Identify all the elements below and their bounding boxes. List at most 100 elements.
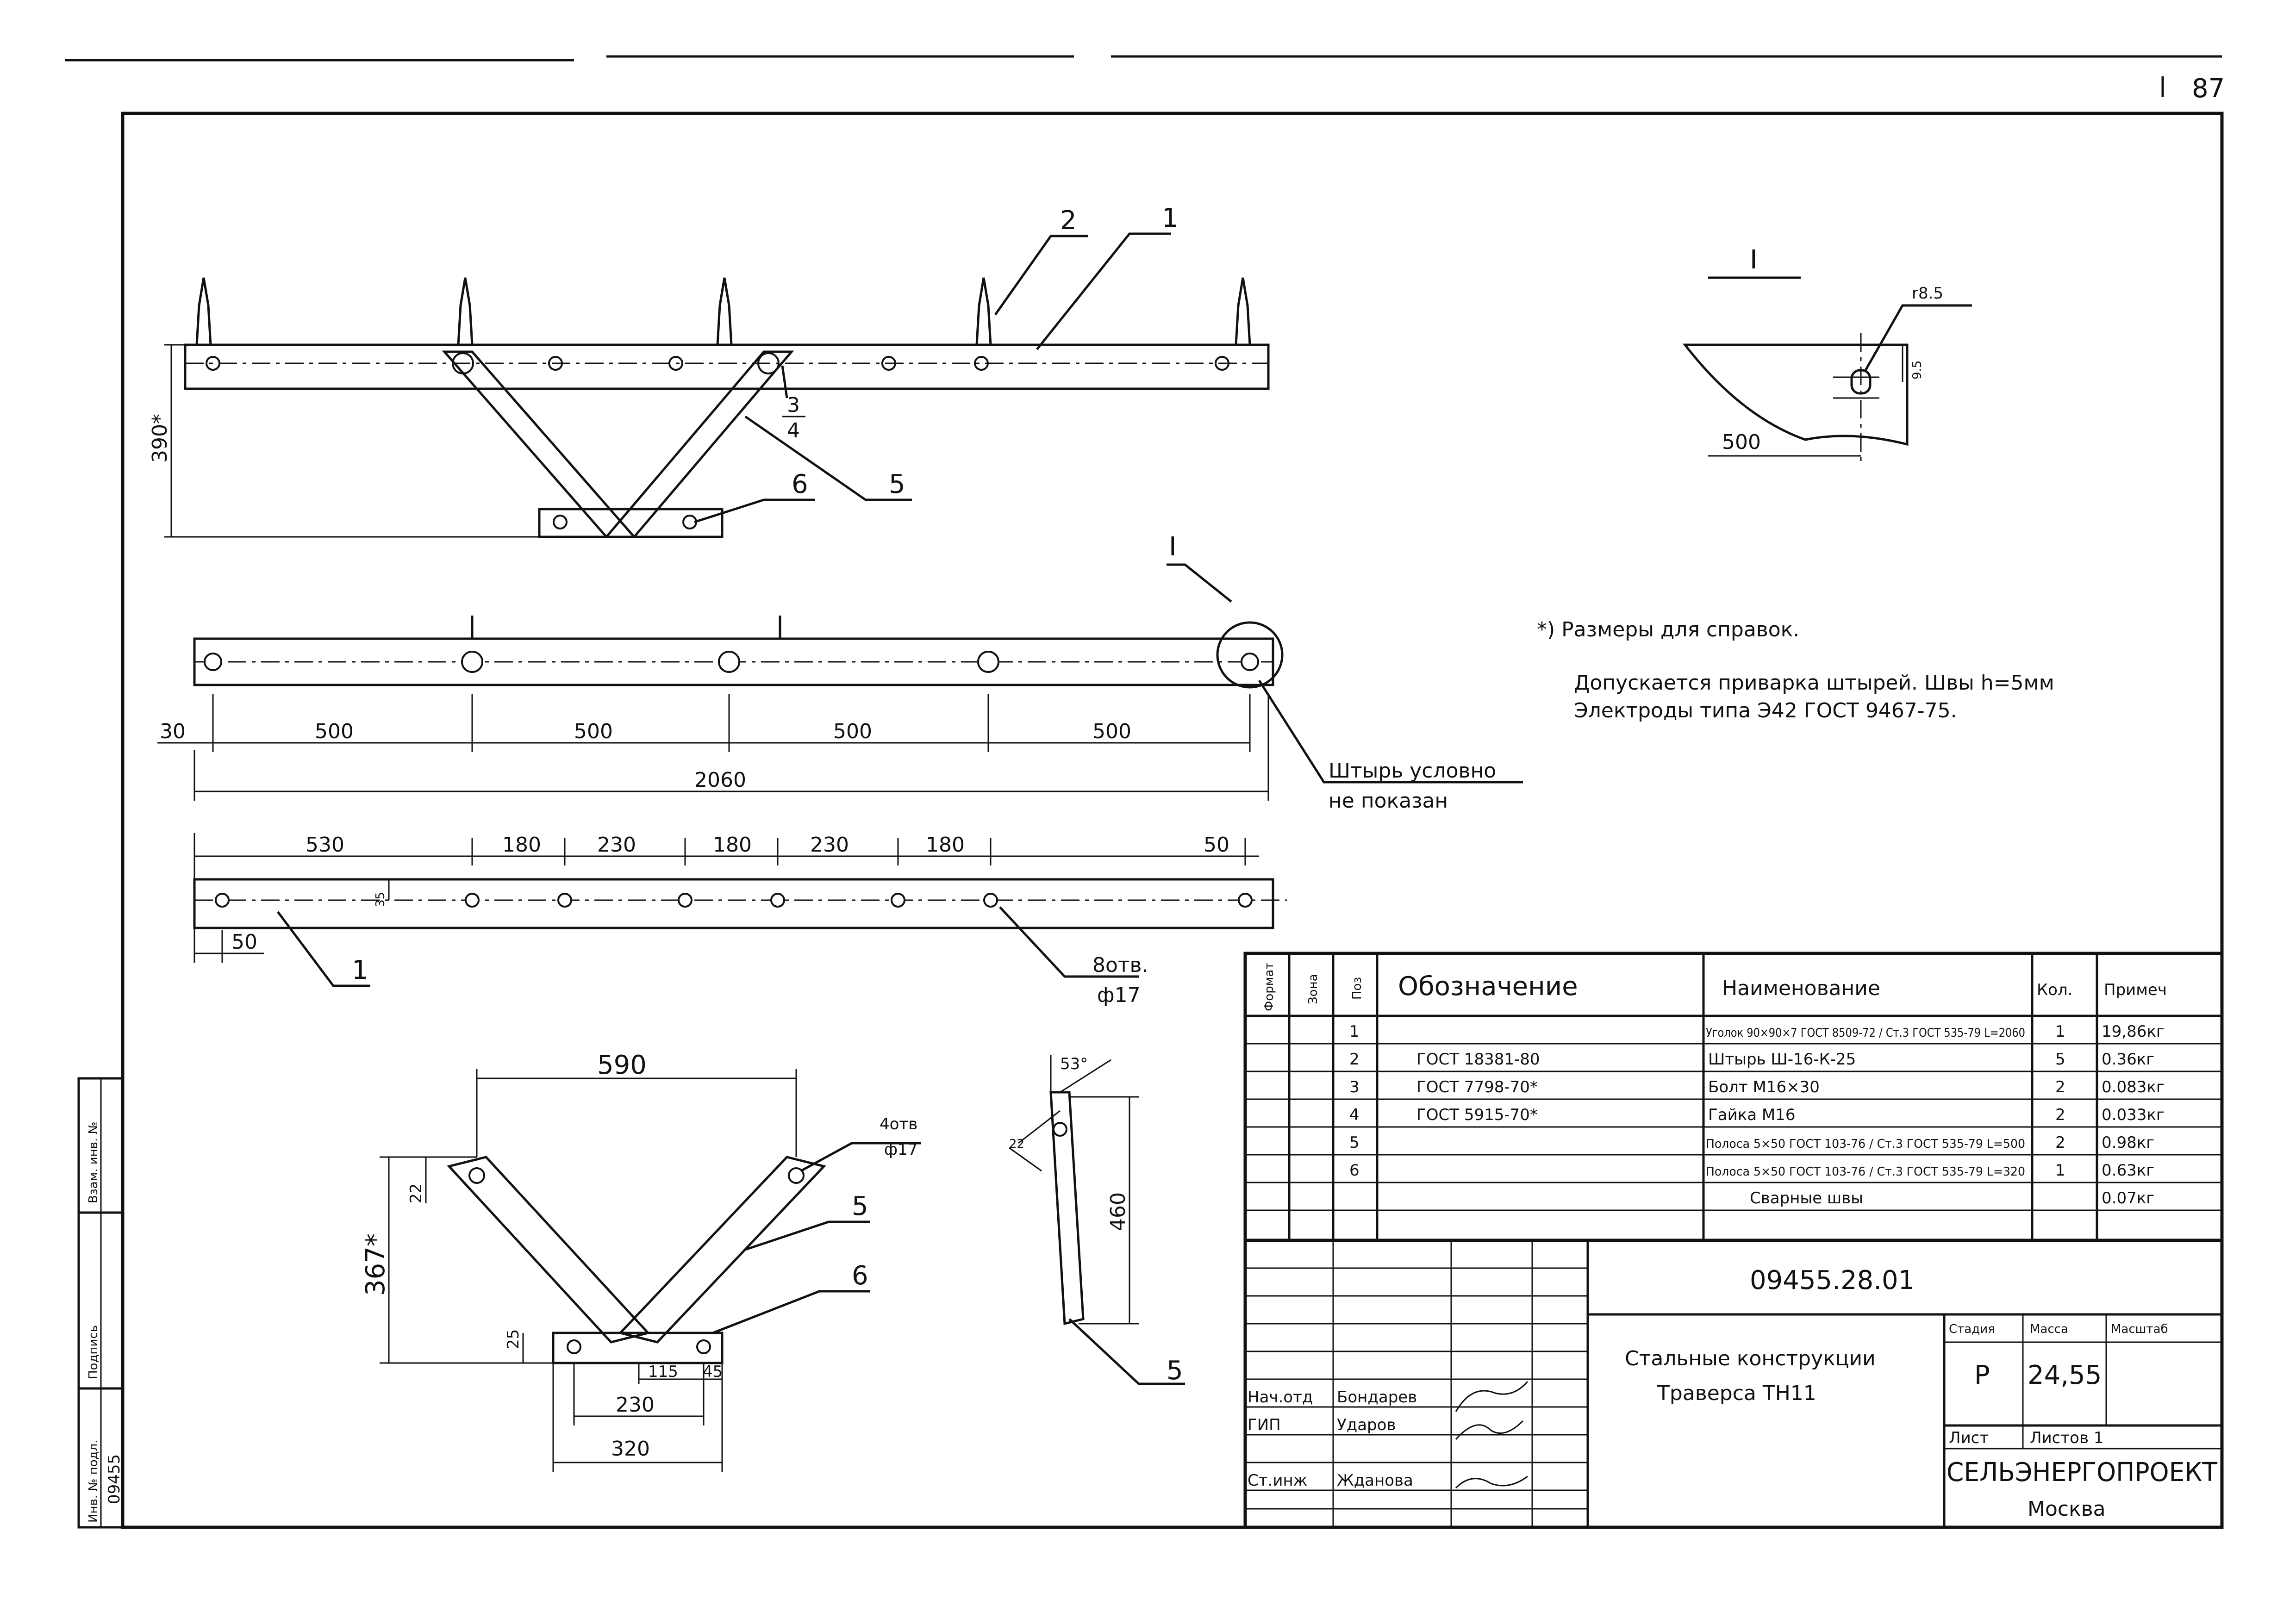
dim-strip-length: 460 <box>1106 1192 1130 1231</box>
th-qty: Кол. <box>2037 981 2072 999</box>
detail-section-i: I r8.5 9.5 500 <box>1682 245 1972 463</box>
dim-pitch-1: 500 <box>315 720 354 743</box>
dim-strip-angle: 53° <box>1060 1055 1088 1073</box>
row-6-note: 0.63кг <box>2102 1161 2154 1180</box>
note-ref: *) Размеры для справок. <box>1537 618 1799 641</box>
th-designation: Обозначение <box>1398 971 1578 1002</box>
sheet-number: 87 <box>2192 74 2225 104</box>
table-row: 6 Полоса 5×50 ГОСТ 103-76 / Ст.3 ГОСТ 53… <box>1349 1161 2154 1180</box>
dim-v-bottom: 25 <box>504 1329 523 1349</box>
callout-pos-4: 4 <box>787 419 800 442</box>
dim-plan-left: 50 <box>231 930 257 954</box>
dim-plan-5: 230 <box>810 833 849 857</box>
row-4-name: Гайка М16 <box>1708 1106 1795 1124</box>
row-5-note: 0.98кг <box>2102 1133 2154 1152</box>
row-3-qty: 2 <box>2055 1078 2065 1096</box>
dim-v-height: 367* <box>361 1233 391 1296</box>
detail-r: r8.5 <box>1912 284 1943 303</box>
row-1-name: Уголок 90×90×7 ГОСТ 8509-72 / Ст.3 ГОСТ … <box>1706 1026 2025 1040</box>
dim-plan-edge: 35 <box>374 892 387 907</box>
title-1: Стальные конструкции <box>1625 1347 1876 1370</box>
mass-label: Масса <box>2030 1322 2068 1336</box>
callout-pos-2: 2 <box>1060 205 1077 236</box>
callout-pin-not-shown-1: Штырь условно <box>1329 759 1496 783</box>
th-name: Наименование <box>1722 977 1880 1000</box>
front-view: 390* 2 1 3 4 5 6 <box>148 203 1270 538</box>
row-3-pos: 3 <box>1349 1078 1360 1096</box>
callout-v-pos-5: 5 <box>852 1191 868 1221</box>
dim-v-plate-a: 115 <box>648 1363 678 1381</box>
plan-view: 530 180 230 180 230 180 50 35 50 1 8отв.… <box>193 833 1287 1007</box>
row-3-designation: ГОСТ 7798-70* <box>1416 1078 1538 1096</box>
stamp-orig-label: Инв. № подл. <box>87 1440 100 1523</box>
notes: *) Размеры для справок. Допускается прив… <box>1537 618 2054 722</box>
table-row: 4 ГОСТ 5915-70* Гайка М16 2 0.033кг <box>1349 1106 2165 1124</box>
row-2-pos: 2 <box>1349 1050 1360 1069</box>
row-2-note: 0.36кг <box>2102 1050 2154 1069</box>
role-3-name: Жданова <box>1337 1471 1413 1490</box>
row-2-name: Штырь Ш-16-К-25 <box>1708 1050 1856 1069</box>
callout-v-holes-2: ф17 <box>884 1140 917 1159</box>
signature-2 <box>1455 1420 1524 1440</box>
row-2-qty: 5 <box>2055 1050 2065 1069</box>
row-6-qty: 1 <box>2055 1161 2065 1180</box>
top-view: 30 500 500 500 500 2060 I Штырь условно … <box>157 532 1523 813</box>
callout-plan-pos-1: 1 <box>352 955 368 985</box>
row-5-name: Полоса 5×50 ГОСТ 103-76 / Ст.3 ГОСТ 535-… <box>1706 1137 2025 1151</box>
callout-holes-1: 8отв. <box>1092 953 1148 977</box>
callout-pos-6: 6 <box>792 469 808 499</box>
dim-v-plate-b: 45 <box>703 1363 723 1381</box>
table-row: Сварные швы 0.07кг <box>1750 1189 2154 1207</box>
row-4-note: 0.033кг <box>2102 1106 2165 1124</box>
role-2: ГИП <box>1248 1416 1281 1434</box>
th-note: Примеч <box>2104 981 2167 999</box>
callout-pos-1: 1 <box>1162 203 1179 233</box>
signature-1 <box>1455 1381 1529 1412</box>
callout-pin-not-shown-2: не показан <box>1329 789 1448 813</box>
row-5-pos: 5 <box>1349 1133 1360 1152</box>
dim-plan-3: 230 <box>597 833 636 857</box>
table-row: 2 ГОСТ 18381-80 Штырь Ш-16-К-25 5 0.36кг <box>1349 1050 2154 1069</box>
th-pos: Поз <box>1350 977 1364 1000</box>
stamp-sign-label: Подпись <box>87 1325 100 1379</box>
doc-code: 09455.28.01 <box>1750 1265 1915 1295</box>
dim-pitch-4: 500 <box>1092 720 1131 743</box>
table-row: 1 Уголок 90×90×7 ГОСТ 8509-72 / Ст.3 ГОС… <box>1349 1022 2165 1041</box>
stage-label: Стадия <box>1949 1322 1995 1336</box>
detail-title: I <box>1750 245 1758 275</box>
pins <box>195 277 1251 345</box>
callout-pos-3: 3 <box>787 393 800 417</box>
stamp-orig-value: 09455 <box>105 1454 124 1504</box>
dim-offset-left: 30 <box>160 720 186 743</box>
row-4-pos: 4 <box>1349 1106 1360 1124</box>
row-4-qty: 2 <box>2055 1106 2065 1124</box>
title-block: Нач.отд Бондарев ГИП Ударов Ст.инж Ждано… <box>1243 1239 2224 1529</box>
org-name: СЕЛЬЭНЕРГОПРОЕКТ <box>1947 1457 2218 1488</box>
row-3-name: Болт М16×30 <box>1708 1078 1820 1096</box>
org-city: Москва <box>2028 1497 2106 1521</box>
row-7-name: Сварные швы <box>1750 1189 1863 1207</box>
detail-h: 9.5 <box>1910 361 1924 380</box>
dim-v-top-hole: 22 <box>407 1183 425 1203</box>
row-1-note: 19,86кг <box>2102 1022 2165 1041</box>
v-brace-detail: 590 367* 22 25 115 45 230 320 4отв ф17 5 <box>361 1050 921 1472</box>
sheets-label: Листов 1 <box>2030 1429 2103 1447</box>
role-2-name: Ударов <box>1337 1416 1396 1434</box>
row-2-designation: ГОСТ 18381-80 <box>1416 1050 1540 1069</box>
role-3: Ст.инж <box>1248 1471 1307 1490</box>
row-6-pos: 6 <box>1349 1161 1360 1180</box>
dim-plan-4: 180 <box>713 833 752 857</box>
callout-v-pos-6: 6 <box>852 1261 868 1291</box>
note-weld-1: Допускается приварка штырей. Швы h=5мм <box>1574 671 2054 695</box>
row-4-designation: ГОСТ 5915-70* <box>1416 1106 1538 1124</box>
dim-v-plate-d: 320 <box>611 1437 650 1461</box>
table-row: 5 Полоса 5×50 ГОСТ 103-76 / Ст.3 ГОСТ 53… <box>1349 1133 2154 1152</box>
dim-plan-2: 180 <box>502 833 541 857</box>
row-1-qty: 1 <box>2055 1022 2065 1041</box>
dim-height-front: 390* <box>148 414 172 463</box>
row-7-note: 0.07кг <box>2102 1189 2154 1207</box>
callout-section: I <box>1169 532 1177 562</box>
title-2: Траверса ТН11 <box>1657 1382 1816 1405</box>
side-stamp: Взам. инв. № Подпись Инв. № подл. 09455 <box>77 1077 124 1529</box>
